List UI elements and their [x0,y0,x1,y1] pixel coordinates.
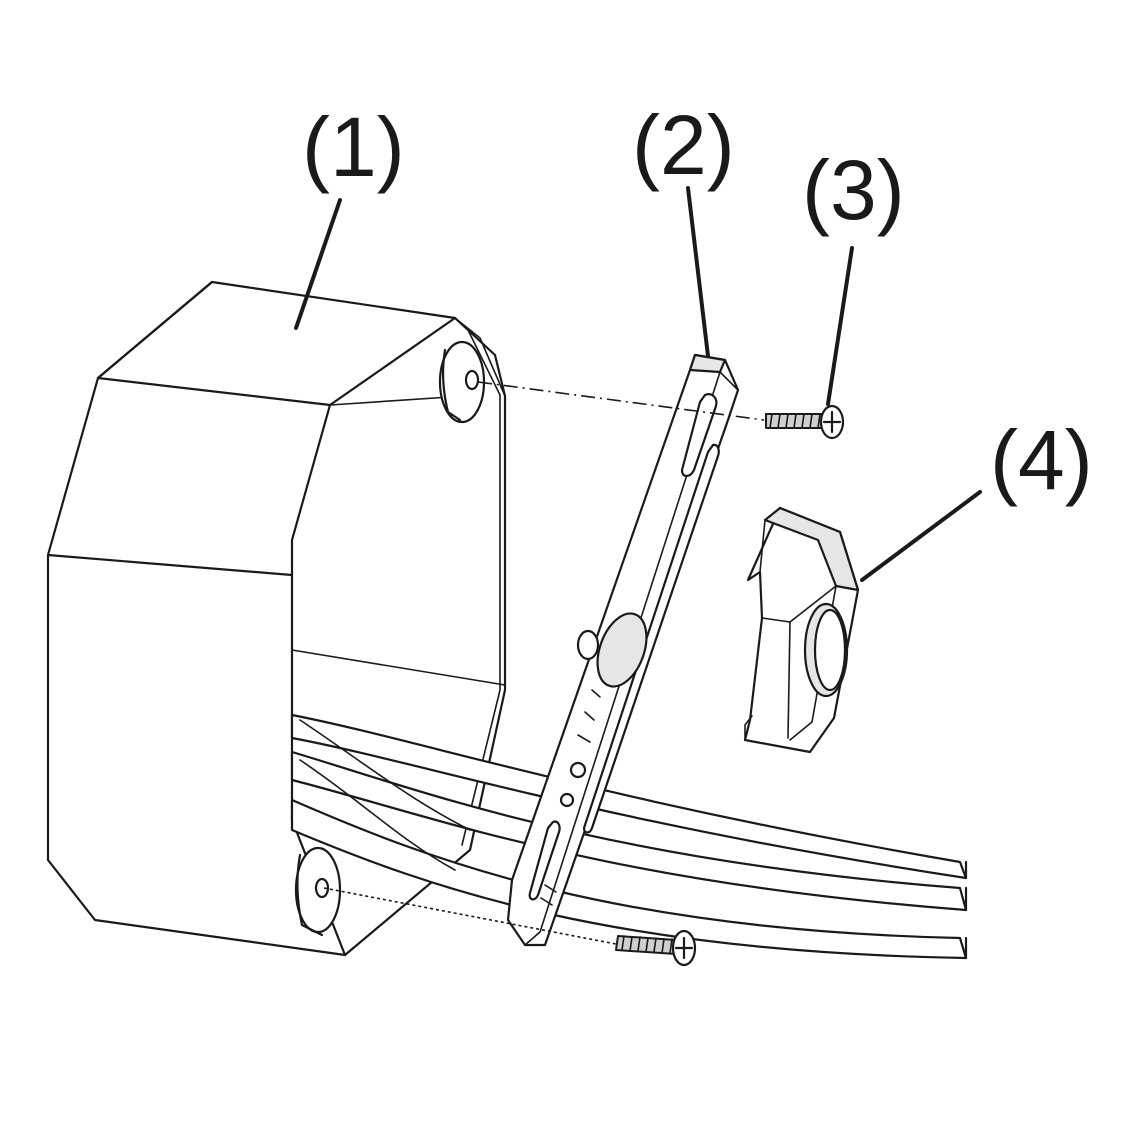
callout-label-2: (2) [632,98,735,192]
screw-top [765,404,845,440]
leader-line-4 [860,490,982,582]
leader-line-3 [826,246,854,406]
mounting-bracket [506,353,740,947]
leader-line-1 [294,198,342,330]
screw-bottom [615,929,697,967]
callout-label-4: (4) [990,413,1093,507]
cables [290,713,968,960]
callout-label-1: (1) [302,100,405,194]
leader-line-2 [686,186,710,358]
mounting-box [46,280,507,957]
alignment-line-top [477,381,765,421]
alignment-line-bottom [323,887,617,945]
adapter-ring [743,506,860,754]
callout-label-3: (3) [802,143,905,237]
